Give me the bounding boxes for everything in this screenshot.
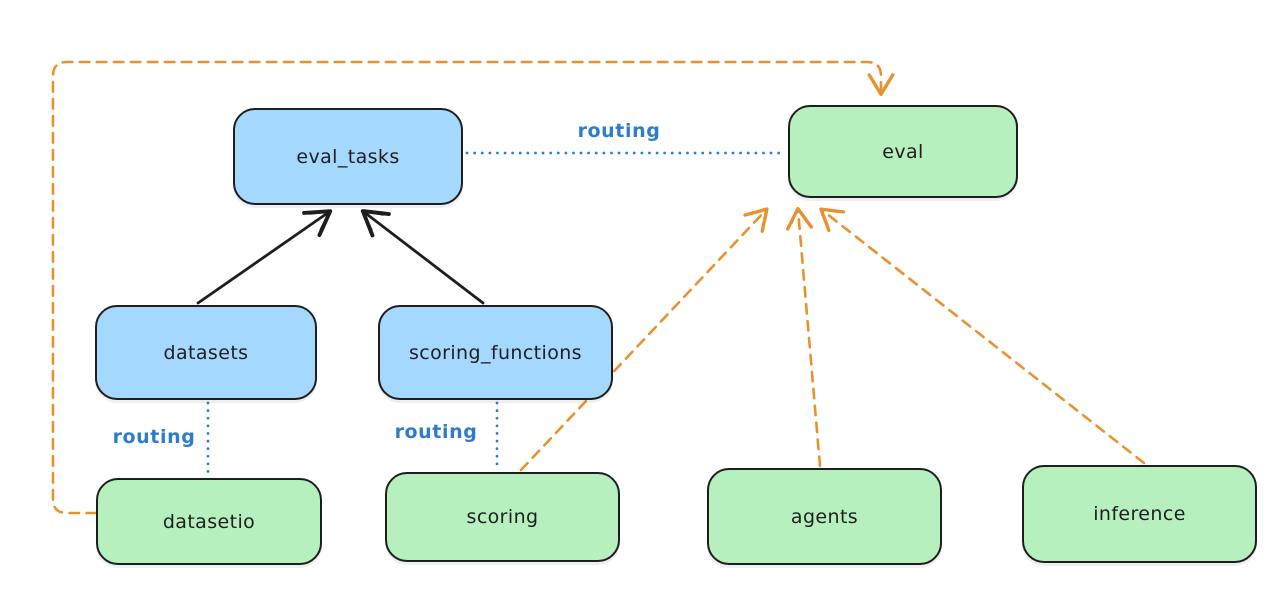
node-scoring: scoring bbox=[385, 472, 620, 562]
edge-label-routing-left: routing bbox=[112, 426, 196, 448]
edge-datasetio-to-eval bbox=[51, 60, 895, 515]
node-inference-label: inference bbox=[1093, 503, 1186, 525]
edge-scoring-functions-to-eval-tasks bbox=[360, 209, 485, 305]
edge-scoring-to-eval bbox=[519, 207, 769, 472]
node-scoring-label: scoring bbox=[466, 506, 539, 528]
node-eval-tasks-label: eval_tasks bbox=[296, 145, 400, 168]
edge-label-routing-top: routing bbox=[577, 120, 661, 142]
node-scoring-functions-label: scoring_functions bbox=[409, 341, 582, 364]
node-agents-label: agents bbox=[790, 505, 859, 528]
node-inference: inference bbox=[1022, 465, 1257, 563]
node-agents: agents bbox=[707, 468, 942, 565]
node-datasets: datasets bbox=[95, 305, 317, 400]
node-datasets-label: datasets bbox=[163, 341, 249, 364]
node-datasetio: datasetio bbox=[96, 478, 322, 565]
edge-label-routing-middle: routing bbox=[394, 421, 478, 443]
edge-datasets-to-eval-tasks bbox=[196, 209, 333, 305]
node-eval-tasks: eval_tasks bbox=[233, 108, 463, 205]
node-scoring-functions: scoring_functions bbox=[378, 305, 613, 400]
node-datasetio-label: datasetio bbox=[162, 510, 256, 533]
edge-inference-to-eval bbox=[819, 207, 1146, 465]
node-eval: eval bbox=[788, 105, 1018, 198]
node-eval-label: eval bbox=[882, 140, 924, 163]
edge-agents-to-eval bbox=[786, 206, 822, 468]
